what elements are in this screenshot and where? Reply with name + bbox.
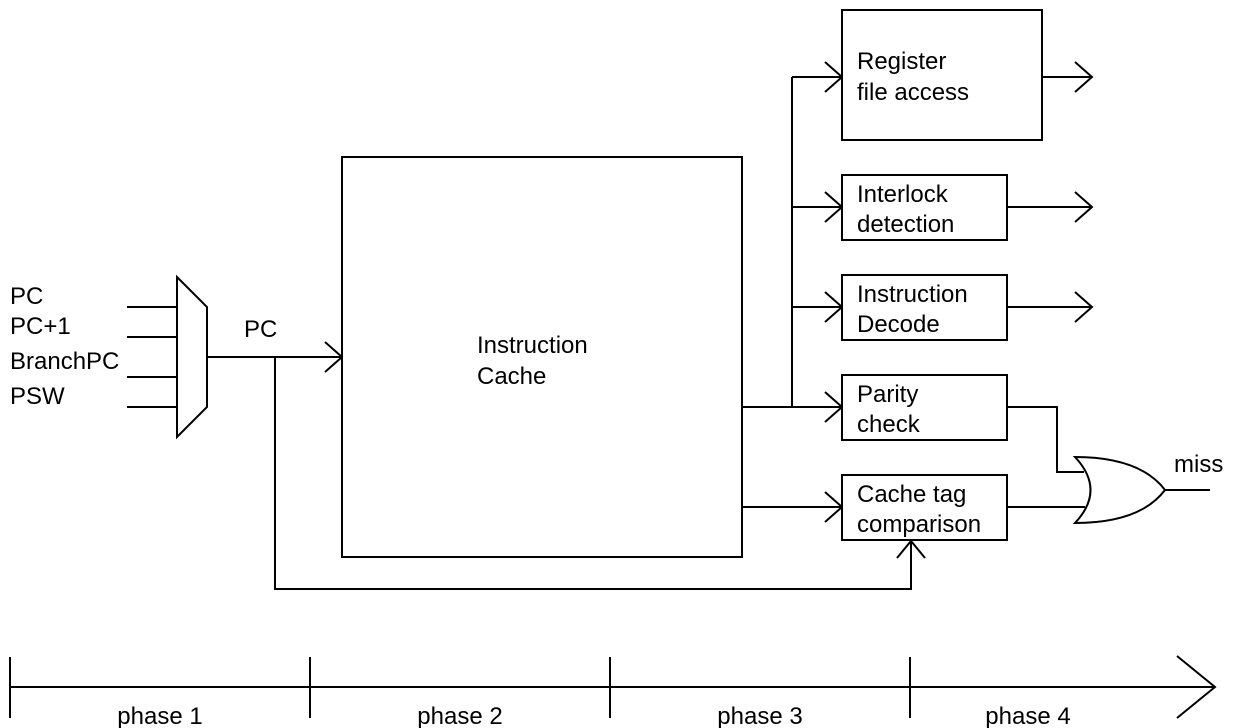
multiplexer: PC PC+1 BranchPC PSW [10, 274, 208, 440]
register-file-label-2: file access [857, 79, 969, 106]
parity-label-1: Parity [857, 381, 918, 408]
interlock-block: Interlock detection [841, 174, 1094, 241]
interlock-box [841, 174, 1008, 241]
decode-label-1: Instruction [857, 281, 968, 308]
mux-input-label-pc: PC [10, 283, 43, 310]
tag-box [841, 474, 1008, 541]
or-gate-body [1072, 455, 1167, 525]
phase-3-label: phase 3 [717, 703, 802, 728]
interlock-label-2: detection [857, 211, 954, 238]
parity-label-2: check [857, 411, 921, 438]
phase-1-label: phase 1 [117, 703, 202, 728]
mux-input-label-pc-plus-1: PC+1 [10, 313, 71, 340]
register-file-block: Register file access [841, 9, 1094, 141]
decode-box [841, 274, 1008, 341]
instruction-cache-box [341, 156, 743, 558]
phase-2-label: phase 2 [417, 703, 502, 728]
mux-input-label-branchpc: BranchPC [10, 348, 119, 375]
pc-to-tag-wire [274, 357, 912, 590]
phase-4-label: phase 4 [985, 703, 1070, 728]
tag-block: Cache tag comparison [841, 474, 1085, 541]
tag-label-1: Cache tag [857, 481, 966, 508]
mux-input-label-psw: PSW [10, 383, 65, 410]
or-gate: miss [1072, 451, 1223, 525]
pc-label: PC [244, 316, 277, 343]
register-file-box [841, 9, 1043, 141]
cache-output-bus [742, 61, 844, 523]
tag-label-2: comparison [857, 511, 981, 538]
decode-label-2: Decode [857, 311, 940, 338]
instruction-cache-label-1: Instruction [477, 332, 588, 359]
timeline-arrowhead [1176, 655, 1217, 719]
instruction-cache-label-2: Cache [477, 363, 546, 390]
parity-box [841, 374, 1008, 441]
interlock-out-arrowhead [1074, 191, 1094, 223]
parity-to-or-wire [1007, 406, 1084, 473]
miss-label: miss [1174, 451, 1223, 478]
decode-block: Instruction Decode [841, 274, 1094, 341]
decode-out-arrowhead [1074, 291, 1094, 323]
parity-block: Parity check [841, 374, 1084, 473]
instruction-cache: Instruction Cache [341, 156, 743, 558]
mux-body [176, 274, 208, 440]
register-out-arrowhead [1074, 61, 1094, 93]
register-file-label-1: Register [857, 48, 946, 75]
timeline: phase 1 phase 2 phase 3 phase 4 [9, 655, 1217, 728]
interlock-label-1: Interlock [857, 181, 949, 208]
